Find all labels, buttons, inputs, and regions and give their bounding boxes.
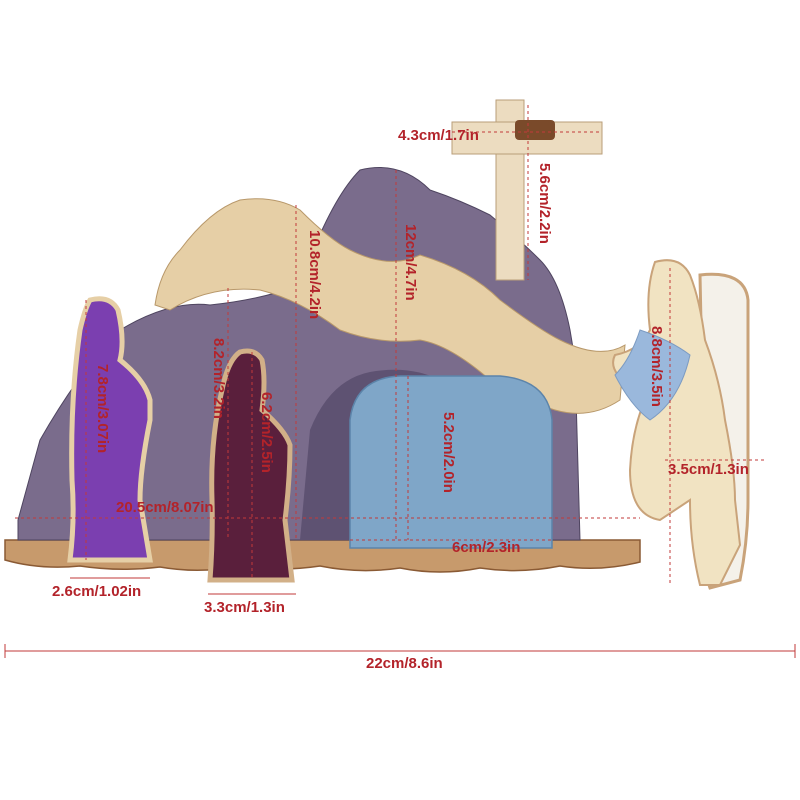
angel-figure [612,259,750,590]
backdrop-width-label: 20.5cm/8.07in [116,499,214,516]
front-hill [154,198,626,414]
back-hill-height-label: 12cm/4.7in [402,224,419,301]
plum-figure-height-label: 6.2cm/2.5in [258,392,275,473]
plum-figure [207,348,295,583]
cross-height-label: 5.6cm/2.2in [536,163,553,244]
front-hill-height-label: 10.8cm/4.2in [306,230,323,320]
tomb-stone [349,375,553,549]
angel-width-label: 3.5cm/1.3in [668,461,749,478]
cross [451,99,603,281]
total-width-label: 22cm/8.6in [366,655,443,672]
dimension-lines [4,105,796,658]
purple-figure [67,296,153,563]
purple-figure-width-label: 2.6cm/1.02in [52,583,142,600]
cross-width-label: 4.3cm/1.7in [398,127,479,144]
angel-height-label: 8.8cm/3.5in [648,326,665,407]
purple-figure-height-label: 7.8cm/3.07in [94,364,111,454]
plum-figure-width-label: 3.3cm/1.3in [204,599,285,616]
middle-hill-height-label: 8.2cm/3.2in [210,338,227,419]
tomb-height-label: 5.2cm/2.0in [440,412,457,493]
tomb-width-label: 6cm/2.3in [452,539,521,556]
